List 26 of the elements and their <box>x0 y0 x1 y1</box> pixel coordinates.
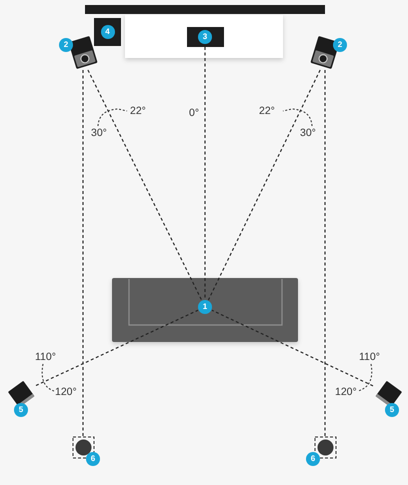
angle-label: 120° <box>335 386 357 398</box>
dashed-line <box>208 70 321 300</box>
dashed-line <box>82 70 84 436</box>
callout-number: 6 <box>306 452 320 466</box>
callout-number: 3 <box>198 30 212 44</box>
speaker-box <box>94 18 121 46</box>
angle-label: 30° <box>91 127 107 139</box>
angle-label: 30° <box>300 127 316 139</box>
callout-number: 6 <box>86 452 100 466</box>
dashed-line <box>324 70 326 436</box>
angle-label: 110° <box>359 351 380 363</box>
angle-label: 22° <box>259 105 275 117</box>
angle-label: 110° <box>35 351 56 363</box>
dashed-line <box>36 310 198 386</box>
angle-label: 22° <box>130 105 146 117</box>
angle-label: 120° <box>55 386 77 398</box>
callout-number: 2 <box>333 38 347 52</box>
callout-number: 5 <box>14 403 28 417</box>
dashed-line <box>212 310 374 386</box>
callout-number: 4 <box>100 25 114 39</box>
callout-number: 5 <box>385 403 399 417</box>
angle-label: 0° <box>189 107 200 119</box>
speaker-box <box>186 27 224 47</box>
dashed-line <box>87 70 202 300</box>
dashed-line <box>204 47 206 300</box>
callout-number: 2 <box>59 38 73 52</box>
